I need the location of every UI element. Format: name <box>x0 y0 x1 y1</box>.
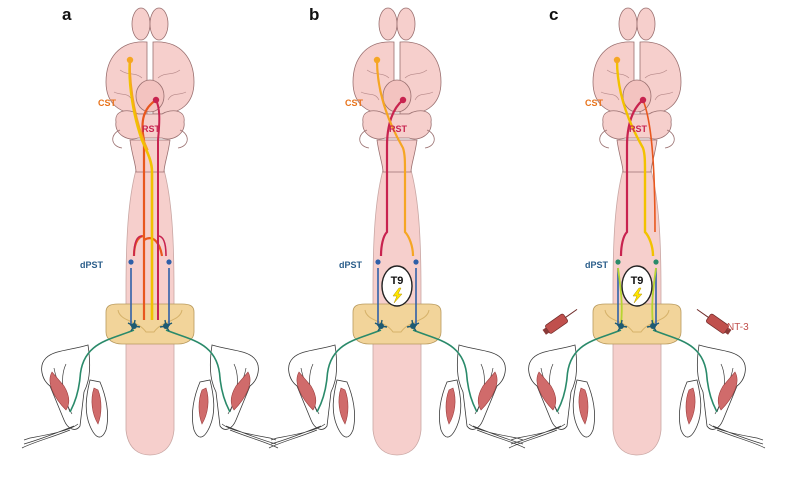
brain <box>105 7 195 173</box>
brain <box>592 7 682 173</box>
motor-axon-right <box>165 329 231 413</box>
dpst-label: dPST <box>80 260 104 270</box>
panel-c: c T9 <box>508 5 766 456</box>
rst-tract <box>619 99 644 257</box>
right-hindlimb <box>678 344 766 449</box>
panel-c-letter: c <box>549 5 558 24</box>
lumbar-grey-matter <box>352 303 442 345</box>
dpst-sprouting-left <box>617 267 623 325</box>
lumbar-grey-matter <box>592 303 682 345</box>
cst-tract <box>615 59 655 257</box>
cst-label: CST <box>585 98 604 108</box>
motor-axon-right <box>412 329 478 413</box>
lightning-bolt-icon <box>392 287 403 304</box>
lumbar-grey-matter <box>105 303 195 345</box>
rst-soma <box>152 96 160 104</box>
dpst-label: dPST <box>585 260 609 270</box>
cst-label: CST <box>345 98 364 108</box>
rst-soma <box>639 96 647 104</box>
syringe-right-icon <box>696 308 732 335</box>
panel-a-letter: a <box>62 5 72 24</box>
panel-b-letter: b <box>309 5 319 24</box>
rst-soma <box>399 96 407 104</box>
panel-b: b T9 <box>268 5 526 456</box>
motor-neurons <box>374 319 420 332</box>
lightning-bolt-icon <box>632 287 643 304</box>
cst-soma <box>126 56 134 64</box>
cst-tract <box>375 59 415 257</box>
motor-neurons <box>614 319 660 332</box>
syringe-left-icon <box>542 308 578 335</box>
motor-axon-left <box>316 329 382 413</box>
rst-tract <box>379 99 404 257</box>
rst-label: RST <box>142 124 161 134</box>
t9-label: T9 <box>631 275 644 287</box>
nt3-label: NT-3 <box>727 322 749 333</box>
left-hindlimb <box>21 344 109 449</box>
motor-axon-right <box>652 329 718 413</box>
brain <box>352 7 442 173</box>
rst-label: RST <box>629 124 648 134</box>
t9-label: T9 <box>391 275 404 287</box>
t9-injury: T9 <box>621 265 653 307</box>
left-hindlimb <box>508 344 596 449</box>
dpst-sprouting-right <box>651 267 657 325</box>
motor-neurons <box>127 319 173 332</box>
cst-label: CST <box>98 98 117 108</box>
right-hindlimb <box>438 344 526 449</box>
right-hindlimb <box>191 344 279 449</box>
t9-injury: T9 <box>381 265 413 307</box>
cst-soma <box>613 56 621 64</box>
rst-label: RST <box>389 124 408 134</box>
motor-axon-left <box>556 329 622 413</box>
motor-axon-left <box>69 329 135 413</box>
cst-tract <box>128 59 154 320</box>
panel-a: a <box>21 5 279 456</box>
left-hindlimb <box>268 344 356 449</box>
cst-soma <box>373 56 381 64</box>
dpst-label: dPST <box>339 260 363 270</box>
